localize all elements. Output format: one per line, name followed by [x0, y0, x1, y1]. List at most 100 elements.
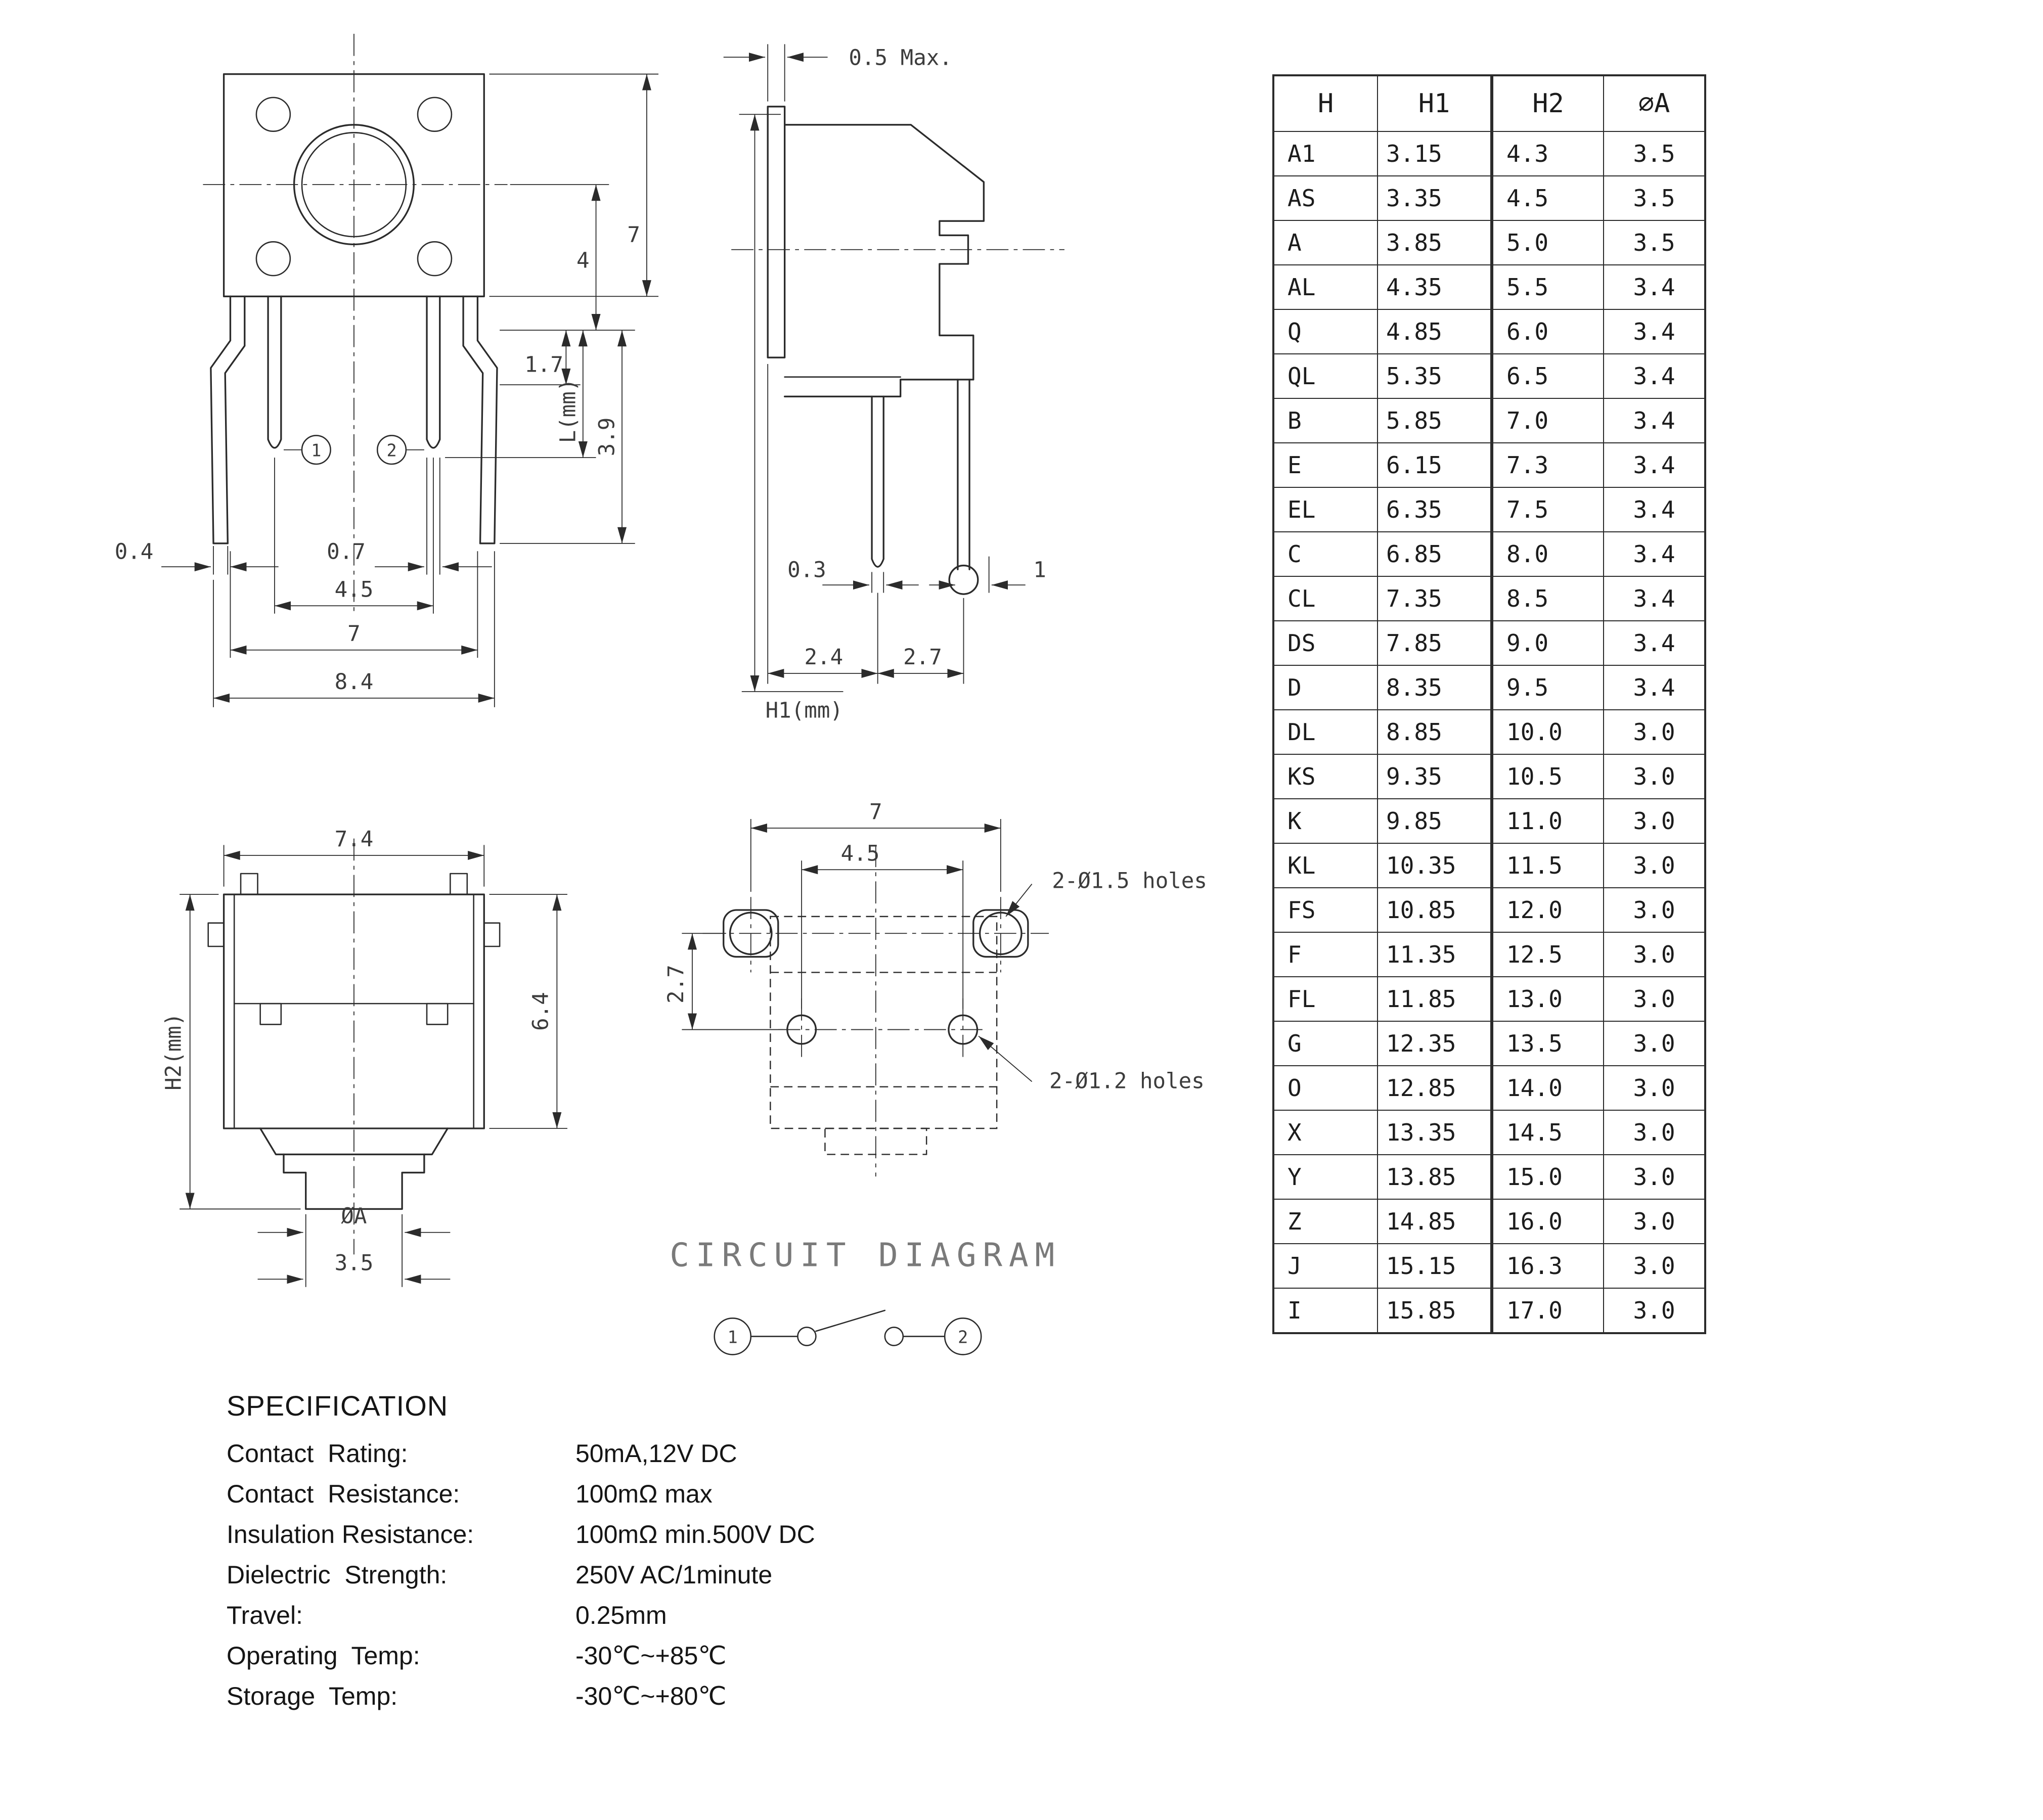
table-cell: 3.5: [1603, 131, 1706, 176]
table-cell: 6.0: [1491, 309, 1604, 354]
pin-1-label: 1: [311, 441, 321, 461]
table-header-row: H H1 H2 ∅A: [1273, 75, 1706, 132]
spec-item-value: 0.25mm: [575, 1601, 667, 1629]
spec-item-label: Storage Temp:: [227, 1682, 398, 1710]
table-cell: 3.35: [1377, 175, 1493, 221]
table-cell: K: [1273, 798, 1378, 844]
dim-1-label: 1: [1033, 558, 1046, 583]
table-cell: 3.4: [1603, 620, 1706, 666]
table-cell: 8.5: [1491, 576, 1604, 621]
table-cell: 11.0: [1491, 798, 1604, 844]
dim-6-4-label: 6.4: [528, 992, 553, 1031]
spec-item: Contact Resistance:100mΩ max: [227, 1474, 815, 1514]
table-cell: 16.0: [1491, 1199, 1604, 1244]
circuit-title: CIRCUIT DIAGRAM: [670, 1237, 1061, 1275]
circuit-diagram: CIRCUIT DIAGRAM 1 2: [670, 1237, 1061, 1355]
table-cell: 3.4: [1603, 531, 1706, 577]
dim-4-label: 4: [576, 249, 590, 274]
table-cell: 5.0: [1491, 220, 1604, 265]
dim-2-4-label: 2.4: [805, 645, 843, 670]
table-cell: Q: [1273, 309, 1378, 354]
spec-item-value: -30℃~+85℃: [575, 1642, 727, 1670]
spec-item-value: 50mA,12V DC: [575, 1439, 737, 1468]
table-cell: 14.85: [1377, 1199, 1493, 1244]
table-cell: 3.5: [1603, 175, 1706, 221]
table-cell: 13.0: [1491, 976, 1604, 1022]
table-cell: 10.35: [1377, 843, 1493, 888]
table-cell: 14.0: [1491, 1065, 1604, 1111]
spec-item-label: Insulation Resistance:: [227, 1520, 474, 1549]
table-cell: 9.85: [1377, 798, 1493, 844]
table-cell: 3.4: [1603, 309, 1706, 354]
dim-0-7-label: 0.7: [327, 540, 366, 565]
dim-2-7-label: 2.7: [903, 645, 942, 670]
dim-0-5-label: 0.5 Max.: [849, 46, 952, 71]
table-cell: 13.35: [1377, 1110, 1493, 1155]
side-view: 0.5 Max. H1(mm) 0.3 1 2.4 2.7: [723, 44, 1064, 723]
table-cell: 3.0: [1603, 1288, 1706, 1334]
table-cell: 3.4: [1603, 398, 1706, 443]
table-cell: 7.3: [1491, 442, 1604, 488]
col-header-diameter-a: ∅A: [1603, 75, 1706, 132]
table-cell: 15.15: [1377, 1243, 1493, 1289]
table-cell: 8.35: [1377, 665, 1493, 710]
pin-2-label: 2: [386, 441, 396, 461]
spec-item-label: Operating Temp:: [227, 1642, 420, 1670]
specification-section: SPECIFICATION Contact Rating:50mA,12V DC…: [227, 1389, 815, 1716]
table-cell: 3.4: [1603, 442, 1706, 488]
table-cell: A1: [1273, 131, 1378, 176]
table-cell: EL: [1273, 487, 1378, 532]
table-cell: G: [1273, 1021, 1378, 1066]
table-cell: 8.85: [1377, 709, 1493, 755]
table-cell: 11.35: [1377, 932, 1493, 977]
table-cell: CL: [1273, 576, 1378, 621]
table-cell: 15.0: [1491, 1154, 1604, 1200]
table-cell: 3.15: [1377, 131, 1493, 176]
table-cell: KS: [1273, 754, 1378, 799]
spec-item: Operating Temp: -30℃~+85℃: [227, 1635, 815, 1676]
front-view: 1 2 0.4 0.7 4.5 7 8.4 4: [115, 33, 659, 707]
table-cell: 4.85: [1377, 309, 1493, 354]
table-cell: 3.4: [1603, 665, 1706, 710]
table-cell: 10.0: [1491, 709, 1604, 755]
table-cell: 5.5: [1491, 264, 1604, 310]
table-cell: 5.85: [1377, 398, 1493, 443]
table-cell: 10.5: [1491, 754, 1604, 799]
table-cell: 13.85: [1377, 1154, 1493, 1200]
terminal-1-label: 1: [728, 1327, 738, 1347]
table-cell: DS: [1273, 620, 1378, 666]
table-cell: Y: [1273, 1154, 1378, 1200]
terminal-2-label: 2: [958, 1327, 968, 1347]
spec-item: Contact Rating:50mA,12V DC: [227, 1433, 815, 1474]
table-cell: E: [1273, 442, 1378, 488]
table-cell: 3.4: [1603, 353, 1706, 399]
table-cell: 9.35: [1377, 754, 1493, 799]
table-cell: 15.85: [1377, 1288, 1493, 1334]
table-cell: 4.35: [1377, 264, 1493, 310]
table-cell: 6.85: [1377, 531, 1493, 577]
table-cell: D: [1273, 665, 1378, 710]
table-cell: AS: [1273, 175, 1378, 221]
spec-item-label: Dielectric Strength:: [227, 1561, 448, 1589]
spec-item: Travel:0.25mm: [227, 1595, 815, 1635]
table-cell: 14.5: [1491, 1110, 1604, 1155]
spec-item-value: -30℃~+80℃: [575, 1682, 727, 1710]
table-cell: 3.0: [1603, 1021, 1706, 1066]
spec-item: Insulation Resistance:100mΩ min.500V DC: [227, 1514, 815, 1555]
